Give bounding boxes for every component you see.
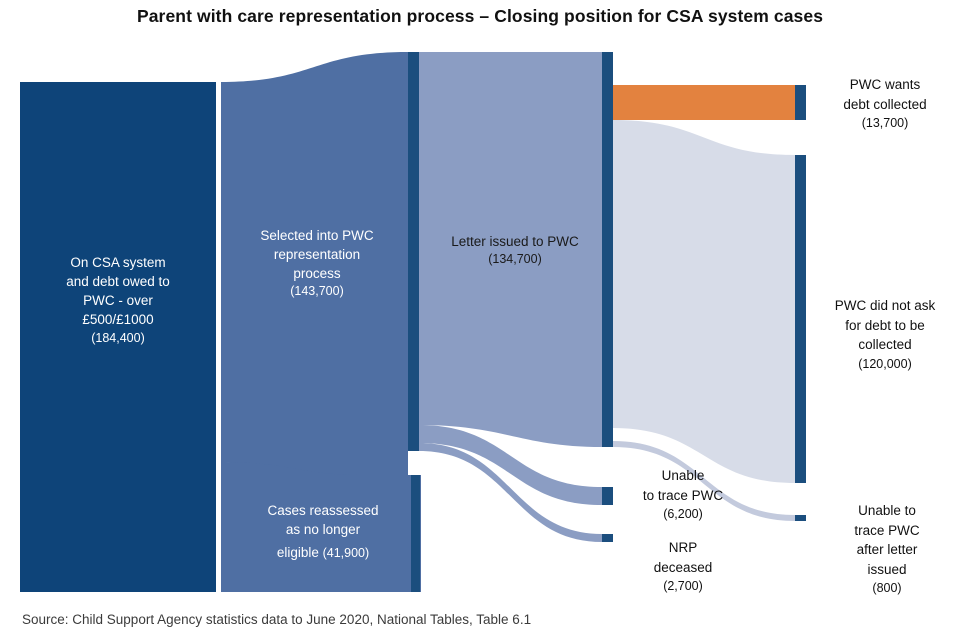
label-line: PWC did not ask <box>834 298 936 313</box>
flow-selected-to-unable-trace <box>419 425 602 505</box>
label-line: Unable <box>661 468 705 483</box>
label-line: PWC wants <box>849 77 921 92</box>
flow-oncsa-to-cases-reassessed <box>221 462 421 592</box>
label-pwc-did-not-ask: PWC did not ask for debt to be collected… <box>815 296 955 373</box>
node-bar-unable-to-trace-pwc[interactable] <box>602 487 613 505</box>
node-bar-selected-into-process[interactable] <box>408 52 419 451</box>
flow-selected-to-letter <box>419 52 602 447</box>
label-line: deceased <box>653 559 713 575</box>
node-bar-on-csa-system[interactable] <box>20 82 216 592</box>
label-line: NRP <box>668 540 698 555</box>
label-nrp-deceased: NRP deceased (2,700) <box>608 538 758 595</box>
label-value: (2,700) <box>663 579 703 594</box>
flow-letter-to-pwc-wants <box>613 85 795 120</box>
label-value: (13,700) <box>861 116 909 131</box>
label-line: Unable to <box>858 503 916 518</box>
flow-oncsa-to-selected-process <box>221 52 408 592</box>
label-line: after letter <box>856 542 918 558</box>
label-line: debt collected <box>843 96 927 112</box>
source-note: Source: Child Support Agency statistics … <box>22 612 532 627</box>
label-pwc-wants-debt-collected: PWC wants debt collected (13,700) <box>815 75 955 132</box>
node-bar-cases-reassessed[interactable] <box>411 475 420 592</box>
label-unable-to-trace-pwc: Unable to trace PWC (6,200) <box>608 466 758 523</box>
label-line: to trace PWC <box>642 487 724 503</box>
node-bar-unable-trace-after-letter[interactable] <box>795 515 806 521</box>
label-value: (800) <box>872 581 902 596</box>
flow-letter-to-pwc-did-not-ask <box>613 120 795 483</box>
label-value: (120,000) <box>858 356 912 371</box>
flow-letter-to-unable-trace-after <box>613 441 795 521</box>
node-bar-letter-issued[interactable] <box>602 52 613 447</box>
flow-selected-to-nrp-deceased <box>419 443 602 542</box>
node-bar-nrp-deceased[interactable] <box>602 534 613 542</box>
node-bar-pwc-wants-debt-collected[interactable] <box>795 85 806 120</box>
label-value: (6,200) <box>663 507 703 522</box>
label-line: issued <box>867 561 907 577</box>
label-line: collected <box>858 337 912 353</box>
node-bar-pwc-did-not-ask[interactable] <box>795 155 806 483</box>
label-line: trace PWC <box>854 522 920 538</box>
chart-title: Parent with care representation process … <box>136 6 824 26</box>
label-unable-trace-after-letter: Unable to trace PWC after letter issued … <box>818 501 956 597</box>
label-line: for debt to be <box>845 317 925 333</box>
